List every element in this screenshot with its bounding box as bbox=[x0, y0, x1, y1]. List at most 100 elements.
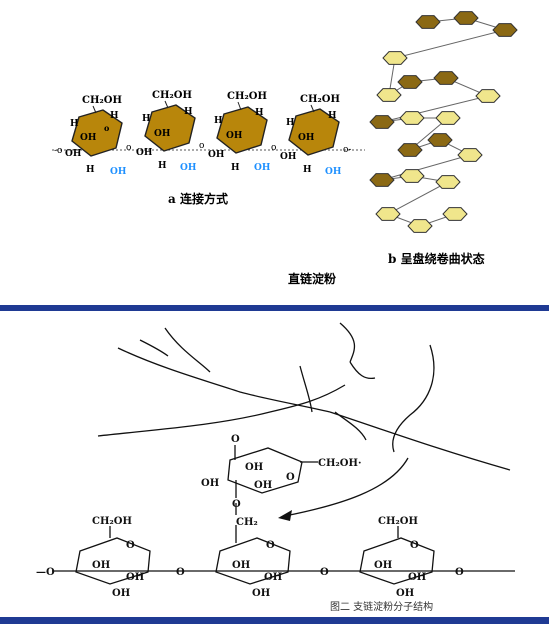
ring-3-oh-blue: OH bbox=[254, 163, 271, 173]
svg-text:o: o bbox=[271, 143, 276, 153]
helix-glucose-unit-20 bbox=[442, 207, 468, 221]
unit-1-ch2oh: CH₂OH bbox=[92, 516, 132, 527]
helix-glucose-unit-17 bbox=[435, 175, 461, 189]
ring-2-shape bbox=[144, 104, 196, 152]
branch-right bbox=[329, 411, 511, 471]
glucose-ring-4: CH₂OH H H OH OH H OH bbox=[280, 94, 342, 177]
ring-3-oh-ring: OH bbox=[226, 131, 243, 141]
helix-glucose-unit-4 bbox=[382, 51, 408, 65]
ring-2-oh-left: OH bbox=[136, 148, 153, 158]
ring-2-h-bottom: H bbox=[158, 161, 167, 171]
helix-glucose-unit-13 bbox=[427, 133, 453, 147]
glucose-ring-2: CH₂OH H H OH OH H OH bbox=[136, 90, 197, 173]
unit-3-ch2oh: CH₂OH bbox=[378, 516, 418, 527]
unit-1-oh-b: OH bbox=[126, 572, 144, 583]
unit-1-o-ring: O bbox=[126, 540, 135, 551]
ring-3-shape bbox=[216, 106, 268, 154]
unit-3-o-ring: O bbox=[410, 540, 419, 551]
branch-glucose-unit bbox=[227, 445, 318, 515]
chain-left-end: —O bbox=[36, 567, 55, 578]
ring-2-ch2oh: CH₂OH bbox=[152, 90, 192, 101]
branch-oh-2: OH bbox=[201, 478, 219, 489]
chain-unit-2 bbox=[215, 525, 291, 585]
ring-4-shape bbox=[288, 108, 340, 156]
branch-main-lower bbox=[97, 384, 346, 437]
svg-text:H: H bbox=[142, 114, 151, 124]
helix-glucose-unit-10 bbox=[399, 111, 425, 125]
label-b-helix: b 呈盘绕卷曲状态 bbox=[388, 251, 485, 266]
unit-2-oh-a: OH bbox=[232, 560, 250, 571]
helix-glucose-unit-1 bbox=[415, 15, 441, 29]
pointer-arrow-curve bbox=[284, 457, 409, 517]
ring-4-oh-blue: OH bbox=[325, 167, 342, 177]
glycosidic-oxygens: -o o o o o- bbox=[54, 141, 351, 156]
ring-1-ch2oh: CH₂OH bbox=[82, 95, 122, 106]
linkage-o-3: O bbox=[455, 567, 464, 578]
svg-text:o: o bbox=[199, 141, 204, 151]
svg-text:o: o bbox=[126, 143, 131, 153]
label-a-connection: a 连接方式 bbox=[168, 191, 228, 206]
ring-3-h-bottom: H bbox=[231, 163, 240, 173]
helix-glucose-unit-6 bbox=[397, 75, 423, 89]
figure-caption: 图二 支链淀粉分子结构 bbox=[330, 600, 433, 613]
ring-1-shape bbox=[71, 109, 123, 157]
chain-unit-3 bbox=[359, 526, 435, 585]
ring-3-ch2oh: CH₂OH bbox=[227, 91, 267, 102]
helix-glucose-unit-9 bbox=[369, 115, 395, 129]
helix-glucose-unit-18 bbox=[375, 207, 401, 221]
helix-glucose-unit-16 bbox=[399, 169, 425, 183]
branch-o-top: O bbox=[231, 434, 240, 445]
ring-4-h-right: H bbox=[328, 111, 337, 121]
branch-o-link: O bbox=[232, 499, 241, 510]
branch-ch2oh: CH₂OH· bbox=[318, 458, 361, 469]
branch-4 bbox=[339, 322, 356, 363]
unit-1-oh-c: OH bbox=[112, 588, 130, 599]
helix-glucose-unit-19 bbox=[407, 219, 433, 233]
branch-3 bbox=[299, 365, 313, 413]
svg-text:-o: -o bbox=[54, 146, 62, 156]
helix-glucose-unit-2 bbox=[453, 11, 479, 25]
pointer-arrowhead-icon bbox=[278, 510, 292, 521]
ring-4-oh-ring: OH bbox=[298, 133, 315, 143]
top-panel: CH₂OH H H OH OH H OH o CH₂OH H H OH OH H… bbox=[52, 11, 518, 286]
bottom-labels: O OH CH₂OH· OH OH O O CH₂ CH₂OH O OH OH … bbox=[36, 434, 464, 599]
helix-glucose-unit-3 bbox=[492, 23, 518, 37]
svg-text:H: H bbox=[286, 118, 295, 128]
helix-glucose-unit-12 bbox=[397, 143, 423, 157]
ring-3-oh-left: OH bbox=[208, 150, 225, 160]
svg-text:o-: o- bbox=[343, 145, 351, 155]
branch-ring bbox=[227, 447, 303, 494]
helix-glucose-unit-14 bbox=[457, 148, 483, 162]
chain-ring-3 bbox=[359, 537, 435, 585]
branch-main-upper bbox=[117, 347, 331, 413]
linkage-o-2: O bbox=[320, 567, 329, 578]
ring-1-h-bottom: H bbox=[86, 165, 95, 175]
ring-1-h-left: H bbox=[70, 119, 79, 129]
branch-2 bbox=[139, 339, 169, 357]
ring-1-h-right: H bbox=[110, 111, 119, 121]
chain-ring-2 bbox=[215, 537, 291, 585]
helix-glucose-unit-15 bbox=[369, 173, 395, 187]
amylose-helix bbox=[369, 11, 518, 233]
branch-ch2: CH₂ bbox=[236, 517, 258, 528]
unit-3-oh-b: OH bbox=[408, 572, 426, 583]
branch-o-ring: O bbox=[286, 472, 295, 483]
bottom-bar bbox=[0, 617, 549, 624]
ring-2-oh-ring: OH bbox=[154, 129, 171, 139]
linkage-o-1: O bbox=[176, 567, 185, 578]
ring-2-h-right: H bbox=[184, 107, 193, 117]
ring-1-oh-ring: OH bbox=[80, 133, 97, 143]
glucose-ring-1: CH₂OH H H OH OH H OH o bbox=[65, 95, 127, 177]
unit-3-oh-a: OH bbox=[374, 560, 392, 571]
ring-1-oh-left: OH bbox=[65, 149, 82, 159]
ring-2-oh-blue: OH bbox=[180, 163, 197, 173]
branch-oh-3: OH bbox=[254, 480, 272, 491]
branch-5 bbox=[349, 361, 376, 380]
chain-unit-1 bbox=[75, 526, 151, 585]
ring-4-oh-left: OH bbox=[280, 152, 297, 162]
branch-6 bbox=[392, 344, 435, 453]
ring-3-h-right: H bbox=[255, 108, 264, 118]
unit-3-oh-c: OH bbox=[396, 588, 414, 599]
branch-1 bbox=[164, 327, 211, 373]
